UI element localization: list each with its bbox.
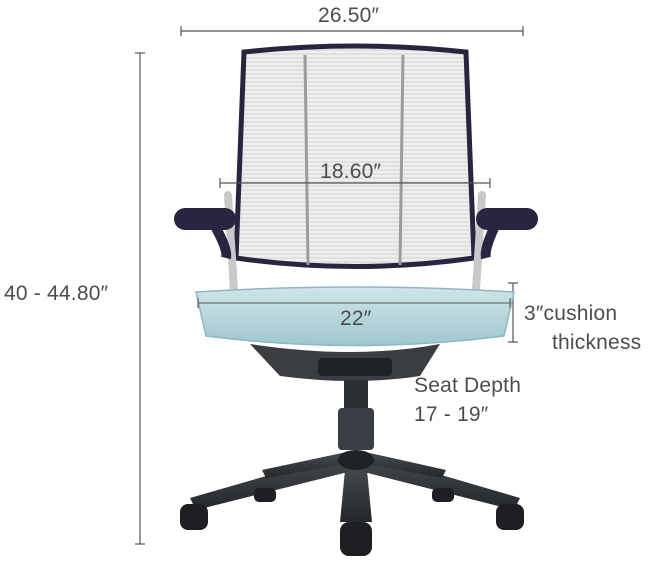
right-armrest (476, 208, 538, 260)
cushion-thickness-label: 3″cushion (524, 302, 617, 326)
seat-mechanism (250, 344, 440, 381)
overall-height-label: 40 - 44.80″ (4, 282, 109, 305)
cushion-thickness-label-line2: thickness (552, 331, 642, 354)
cushion-word: cushion (543, 302, 618, 325)
height-dimension-line (135, 52, 145, 545)
gas-cylinder (338, 380, 374, 450)
backrest-width-label: 18.60″ (320, 160, 382, 183)
casters (180, 488, 524, 556)
backrest (233, 43, 477, 269)
seat-cushion (195, 286, 515, 347)
backrest-width-line (219, 178, 491, 188)
left-armrest (174, 208, 236, 260)
cushion-value: 3″ (524, 302, 544, 325)
seat-depth-label: Seat Depth (414, 374, 522, 397)
seat-depth-value: 17 - 19″ (414, 403, 489, 426)
chair-base (190, 450, 520, 522)
seat-width-label: 22″ (340, 307, 372, 330)
width-dimension-line (180, 26, 524, 36)
overall-width-label: 26.50″ (318, 4, 380, 27)
